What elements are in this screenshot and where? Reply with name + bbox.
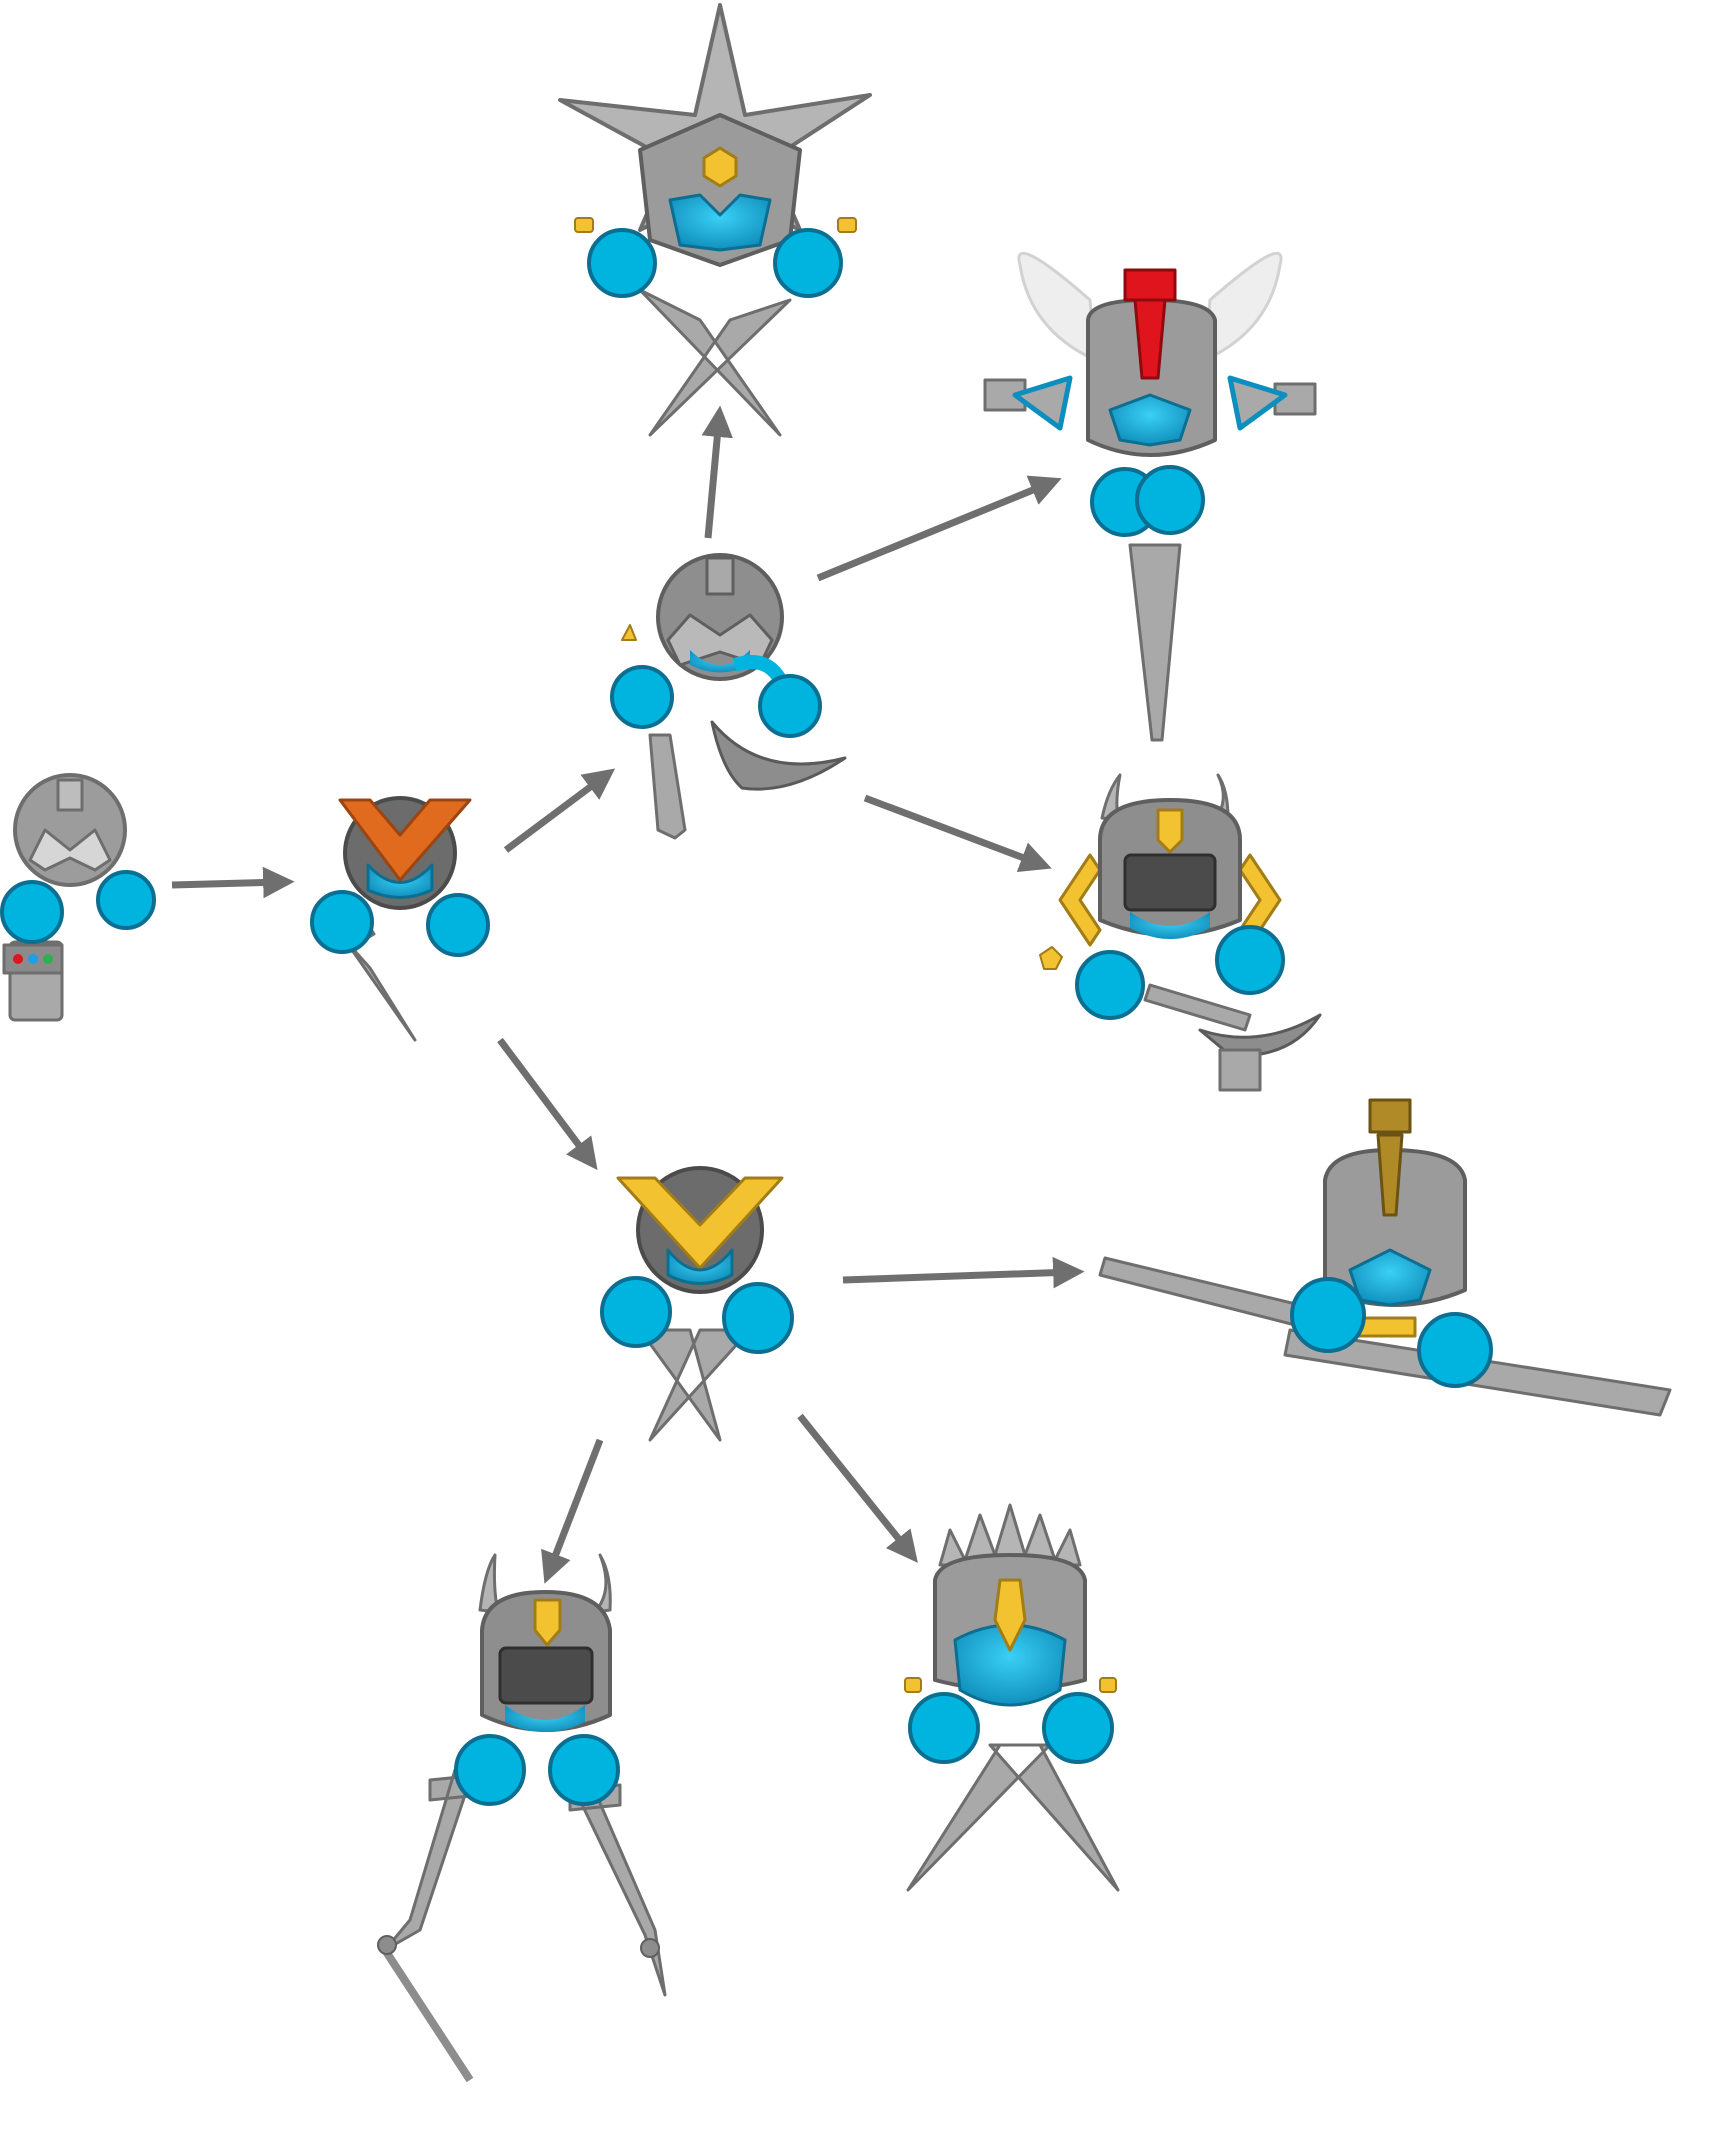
hand-right <box>1042 1692 1114 1764</box>
triangle-shield-right <box>1227 375 1288 431</box>
spiked-crown <box>938 1503 1082 1567</box>
node-n10 <box>904 1503 1120 1892</box>
crossed-daggers-weapon <box>638 1328 752 1442</box>
wing-left <box>1017 251 1097 362</box>
crescent-blade <box>710 720 847 791</box>
hand-right <box>96 870 156 930</box>
face <box>690 650 750 673</box>
spear-left-weapon <box>383 1768 482 1952</box>
red-plume-stripe <box>1133 298 1167 380</box>
hand-right <box>1135 465 1205 535</box>
visor-grille <box>1123 853 1217 912</box>
edge-n4-n8 <box>842 1256 1085 1289</box>
lance-weapon <box>1128 543 1182 742</box>
sword-weapon <box>648 733 687 840</box>
gold-crest <box>533 1598 562 1647</box>
hand-left <box>1075 950 1145 1020</box>
hand-right <box>1215 925 1285 995</box>
helmet-crest <box>56 778 84 812</box>
edge-n4-n10 <box>797 1413 918 1563</box>
gold-tip-icon <box>621 624 637 641</box>
handle <box>1218 1048 1262 1092</box>
gold-hex-icon <box>702 146 738 188</box>
node-n3 <box>610 553 847 840</box>
horn-right <box>593 1553 612 1614</box>
hand-right <box>1417 1312 1493 1388</box>
crest-v-orange <box>338 798 472 882</box>
gold-crest <box>993 1578 1027 1652</box>
face <box>505 1705 585 1732</box>
node-n8 <box>1098 1098 1672 1417</box>
crossed-blades-weapon <box>638 288 792 437</box>
gold-tip-icon <box>1039 946 1063 970</box>
node-n2 <box>310 796 490 1042</box>
gem-icon <box>43 954 53 964</box>
joint-icon <box>640 1938 660 1958</box>
mace-weapon <box>1143 983 1252 1032</box>
face <box>668 193 772 252</box>
hand-left <box>310 890 374 954</box>
visor <box>366 863 434 899</box>
hand-right <box>773 228 843 298</box>
visor-grille <box>498 1646 594 1705</box>
node-n5 <box>558 3 872 437</box>
gold-knob-icon <box>837 217 857 233</box>
edge-n3-n7 <box>863 794 1052 873</box>
gem-icon <box>28 954 38 964</box>
visor-m <box>28 828 112 872</box>
hand-right <box>426 893 490 957</box>
edge-n2-n3 <box>503 768 616 853</box>
node-n6 <box>983 251 1317 742</box>
hand-left <box>0 880 64 944</box>
hand-left <box>587 228 657 298</box>
hand-left <box>1290 1277 1366 1353</box>
triangle-shield-left <box>1012 375 1073 431</box>
edge-n2-n4 <box>497 1037 598 1171</box>
node-n4 <box>600 1166 794 1442</box>
serrated-blades-weapon <box>906 1743 1120 1892</box>
hand-right <box>758 674 822 738</box>
gold-knob-icon <box>1099 1677 1117 1693</box>
node-n7 <box>1039 773 1322 1092</box>
edge-n3-n6 <box>816 475 1062 582</box>
crest-v-gold <box>616 1176 784 1270</box>
hand-left <box>908 1692 980 1764</box>
node-n9 <box>377 1553 667 2083</box>
edge-n3-n5 <box>701 405 733 539</box>
hand-left <box>454 1734 526 1806</box>
spear-shaft <box>381 1947 474 2083</box>
helmet-crest <box>705 556 735 596</box>
gold-knob-icon <box>904 1677 922 1693</box>
wing-right <box>1203 251 1283 362</box>
hand-left <box>600 1276 672 1348</box>
edge-n1-n2 <box>171 866 295 899</box>
joint-icon <box>377 1935 397 1955</box>
spear-right-weapon <box>568 1778 667 1997</box>
gold-plume-stripe <box>1376 1133 1404 1217</box>
edges <box>171 405 1085 1584</box>
visor <box>1108 393 1192 447</box>
gold-plume-cap <box>1368 1098 1412 1134</box>
face <box>953 1623 1067 1707</box>
hand-right <box>722 1282 794 1354</box>
edge-n4-n9 <box>541 1438 604 1584</box>
gold-crest <box>1156 808 1184 854</box>
visor <box>666 1248 734 1285</box>
gold-knob-icon <box>574 217 594 233</box>
gem-icon <box>13 954 23 964</box>
hand-right <box>548 1734 620 1806</box>
hand-left <box>610 665 674 729</box>
red-plume-cap <box>1123 268 1177 302</box>
face <box>1130 912 1210 939</box>
node-n1 <box>0 773 156 1022</box>
